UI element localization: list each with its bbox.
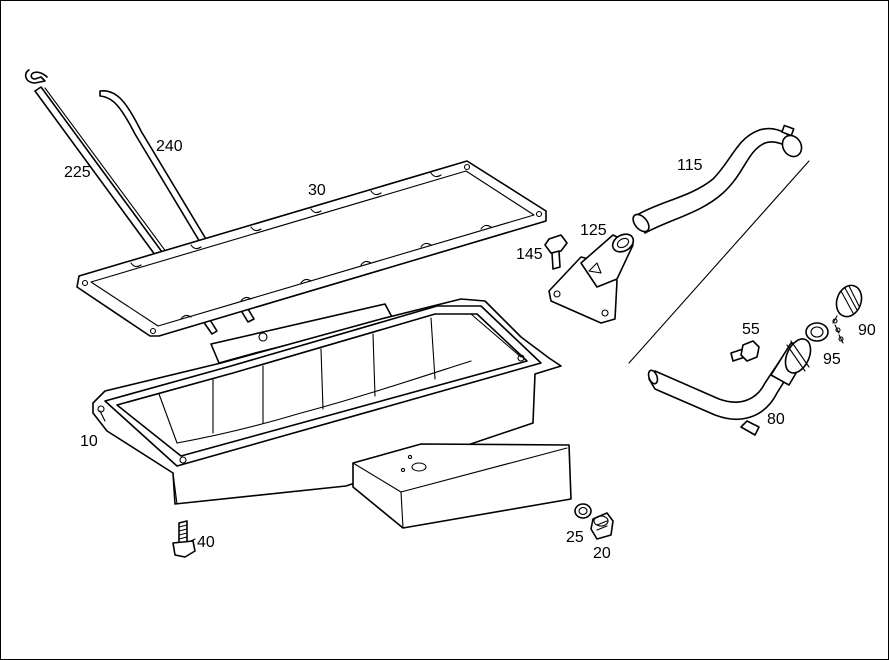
label-55: 55	[742, 321, 760, 338]
sealing-ring-95[interactable]	[805, 322, 829, 342]
oil-pan-lower-sump[interactable]	[352, 443, 572, 529]
leader-lines	[99, 410, 196, 542]
filler-cap-90[interactable]	[832, 282, 865, 344]
label-115: 115	[677, 157, 703, 174]
label-125: 125	[580, 222, 607, 239]
label-90: 90	[858, 322, 876, 339]
assembly-leader-line	[628, 160, 810, 364]
label-40: 40	[197, 534, 215, 551]
bolt-40[interactable]	[172, 520, 196, 558]
filler-tube-80[interactable]	[647, 335, 816, 436]
gasket-30[interactable]	[76, 160, 547, 337]
bolt-145[interactable]	[544, 234, 568, 270]
label-20: 20	[593, 545, 611, 562]
label-145: 145	[516, 246, 543, 263]
label-95: 95	[823, 351, 841, 368]
filler-neck-flange-125[interactable]	[548, 231, 637, 324]
label-240: 240	[156, 138, 183, 155]
label-10: 10	[80, 433, 98, 450]
sealing-ring-25[interactable]	[574, 503, 592, 519]
label-25: 25	[566, 529, 584, 546]
filler-hose-115[interactable]	[630, 124, 805, 234]
drain-plug-20[interactable]	[590, 512, 614, 540]
label-225: 225	[64, 164, 91, 181]
label-80: 80	[767, 411, 785, 428]
bolt-55[interactable]	[730, 340, 760, 362]
label-30: 30	[308, 182, 326, 199]
